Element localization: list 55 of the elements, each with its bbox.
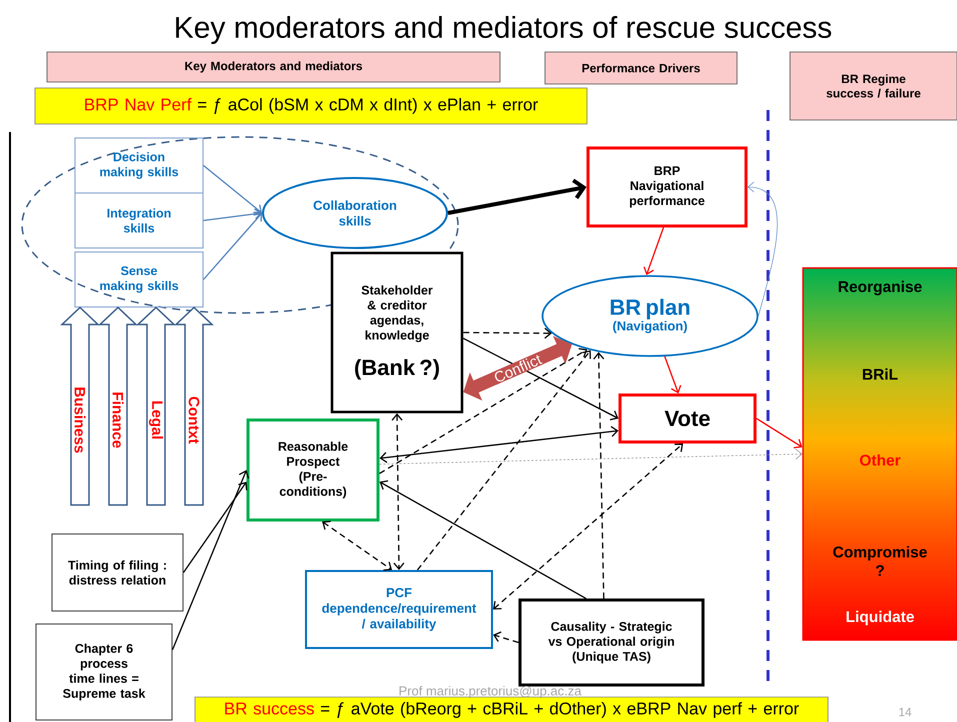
footer-text: 14 xyxy=(899,708,912,716)
block-arrow xyxy=(136,306,176,506)
arrow xyxy=(493,631,519,644)
arrow xyxy=(462,338,618,420)
outcome-label: Liquidate xyxy=(846,610,914,626)
arrow xyxy=(380,426,618,463)
header-box: Key Moderators and mediators xyxy=(46,52,500,82)
vote-box: Vote xyxy=(618,394,756,444)
outcome-label: Reorganise xyxy=(838,280,922,296)
arrow xyxy=(322,520,392,571)
skill-box: Decision making skills xyxy=(74,138,204,194)
arrow xyxy=(448,178,587,215)
arrow xyxy=(643,227,664,276)
block-arrow xyxy=(174,306,214,506)
process-box: Timing of filing : distress relation xyxy=(52,534,184,612)
gradient-bar xyxy=(802,267,957,641)
outcome-label: Compromise ? xyxy=(833,546,927,576)
arrow xyxy=(203,165,262,214)
arrow xyxy=(664,356,682,394)
prospect-box: Reasonable Prospect (Pre-conditions) xyxy=(246,418,380,522)
process-box: BRP Navigational performance xyxy=(586,146,748,228)
block-arrow xyxy=(98,306,138,506)
arrow xyxy=(379,448,802,464)
edge-label: Contxt xyxy=(188,396,200,444)
arrow xyxy=(379,348,588,474)
causality-box: Causality - Strategic vs Operational origin (Unique TAS) xyxy=(518,598,704,686)
outcome-label: Other xyxy=(860,454,900,466)
edge-label: Business xyxy=(74,388,86,453)
header-box: Performance Drivers xyxy=(544,52,738,84)
arrow xyxy=(756,418,802,448)
footer-text: Prof marius.pretorius@up.ac.za xyxy=(400,686,582,698)
edge-label: Finance xyxy=(112,392,124,448)
block-arrow xyxy=(60,306,100,506)
arrow xyxy=(203,208,262,222)
arrow xyxy=(416,350,591,570)
arrow xyxy=(203,213,262,280)
title: Key moderators and mediators of rescue success xyxy=(176,16,832,44)
stakeholder-box: Stakeholder & creditor agendas, knowledge (Bank ?) xyxy=(330,252,464,414)
header-box: BR Regime success / failure xyxy=(790,52,957,120)
skill-box: Sense making skills xyxy=(74,252,204,308)
arrow xyxy=(380,480,586,600)
outcome-label: BRiL xyxy=(862,368,898,380)
arrow xyxy=(593,352,604,599)
arrow xyxy=(748,182,778,316)
skill-box: Integration skills xyxy=(74,192,204,248)
arrow xyxy=(182,482,248,573)
arrow xyxy=(463,328,552,339)
edge-label: Legal xyxy=(148,401,164,439)
formula-box: BRP Nav Perf = ƒ aCol (bSM x cDM x dInt) x ePlan + error xyxy=(34,88,588,124)
process-box: Chapter 6 process time lines = Supreme task xyxy=(36,624,172,720)
formula-box: BR success = ƒ aVote (bReorg + cBRiL + dOther) x eBRP Nav perf + error xyxy=(194,696,828,722)
pcf-box: PCF dependence/requirement / availability xyxy=(305,570,493,649)
arrow xyxy=(172,470,250,650)
arrow xyxy=(392,413,404,570)
arrow xyxy=(493,444,684,610)
